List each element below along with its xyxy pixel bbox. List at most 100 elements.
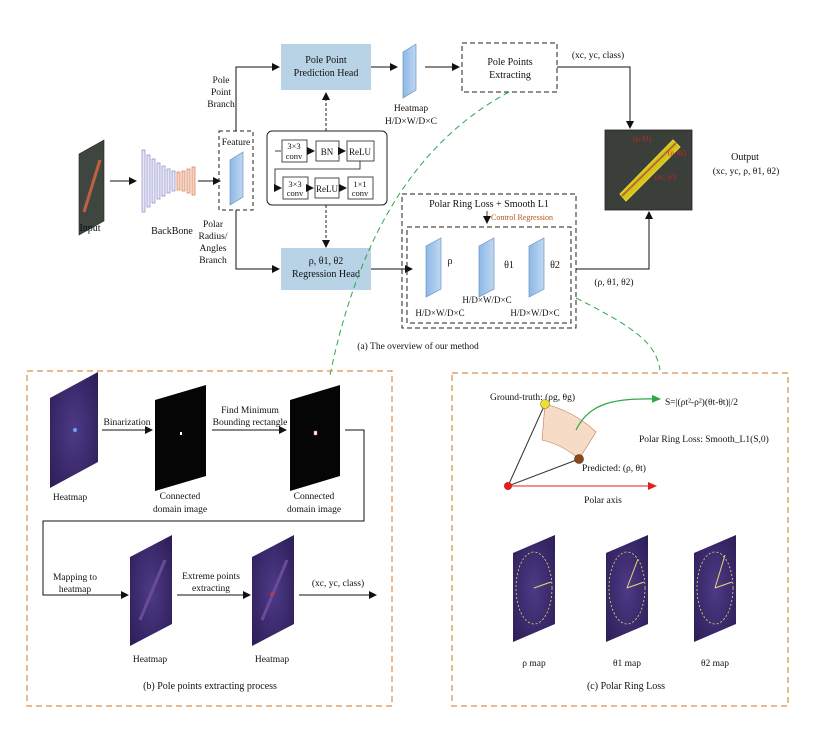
dims-label-mid: H/D×W/D×C [462,295,511,305]
b-connected-2-dot [313,430,318,436]
conv-3x3-1-label-a: 3×3 [287,141,300,151]
b-connected-1 [155,385,206,491]
dims-label-right: H/D×W/D×C [510,308,559,318]
rho-map [513,535,555,642]
backbone-label: BackBone [151,226,193,237]
b-heatmap-3-ship [260,559,289,621]
theta2-map [694,535,736,642]
mapping-label-2: heatmap [59,585,91,595]
formula-arrow [575,394,661,431]
feature-map [229,151,244,206]
relu-label-1: ReLU [349,147,371,157]
output-annotation-2: (ρ, θ2) [668,149,687,157]
caption-c: (c) Polar Ring Loss [587,681,665,692]
output-annotation-1: (ρ, θ1) [633,135,652,143]
conv-3x3-2-label-a: 3×3 [288,179,301,189]
polar-ring-arc [541,403,597,460]
theta2-map-label: θ2 map [701,659,729,669]
theta1-map-label: θ1 map [613,659,641,669]
gt-point [540,399,550,409]
control-label: Control Regression [491,213,553,222]
polar-gt-ray [507,403,546,487]
theta2-map-ray-a [714,581,733,589]
feature-label: Feature [222,138,251,148]
theta1-map-ray-a [626,581,645,589]
pole-head-label-1: Pole Point [305,55,347,66]
output-tuple-label: (xc, yc, ρ, θ1, θ2) [713,166,780,177]
polar-loss-formula: Polar Ring Loss: Smooth_L1(S,0) [639,434,769,445]
pole-head-box [281,44,371,90]
mapping-label-1: Mapping to [53,573,97,583]
polar-branch-label-1: Polar [203,220,224,230]
connector-loss-to-c [575,297,661,371]
rho-map-circle [515,551,553,625]
theta2-map-circle [696,551,734,625]
conv-3x3-1-label-b: conv [286,151,303,161]
arrow-relu-conv2 [274,161,361,192]
bn-label: BN [321,147,334,157]
dims-label-left: H/D×W/D×C [415,308,464,318]
output-annotation-3: (xc, yc) [655,173,677,181]
heatmap-label: Heatmap [394,104,429,114]
arrow-extract-output [557,66,634,129]
theta1-map-circle [608,551,646,625]
theta1-label: θ1 [504,260,514,271]
extract-label-1: Pole Points [487,57,532,68]
gt-label: Ground-truth: (ρg, θg) [490,392,575,403]
conv-1x1 [347,176,374,200]
theta2-map-feature [528,237,545,298]
b-heatmap-2-ship [138,559,167,621]
b-heatmap-2-label: Heatmap [133,655,168,665]
rho-map-label: ρ map [522,659,546,669]
polar-origin [504,482,512,490]
pole-branch-label-3: Branch [207,100,235,110]
pred-point [574,454,584,464]
regression-head-label-2: Regression Head [292,269,360,280]
find-label-2: Bounding rectangle [213,418,288,428]
polar-axis-label: Polar axis [584,496,622,506]
theta1-map-ray-b [626,558,639,589]
relu-box-1 [346,140,375,162]
b-connected-2-label-1: Connected [294,492,335,502]
panel-c-border [451,372,789,707]
b-heatmap-3-label: Heatmap [255,655,290,665]
polar-loss-label: Polar Ring Loss + Smooth L1 [429,199,549,210]
rho-map-radius [533,581,552,589]
theta2-map-ray-b [714,554,726,589]
polar-branch-label-4: Branch [199,256,227,266]
polar-branch-label-2: Radius/ [198,232,227,242]
b-connected-1-label-1: Connected [160,492,201,502]
theta2-label: θ2 [550,260,560,271]
arrow-mapping [42,429,365,599]
b-connected-2-label-2: domain image [287,505,341,515]
conv-3x3-2-label-b: conv [287,188,304,198]
conv-1x1-label-b: conv [352,188,369,198]
extract-label-2: Extracting [489,70,531,81]
b-heatmap-1-label: Heatmap [53,493,88,503]
polar-pred-ray [507,458,580,487]
pole-branch-label-1: Pole [213,76,230,86]
connector-extract-to-b [329,91,510,376]
theta1-map [606,535,648,642]
b-connected-1-label-2: domain image [153,505,207,515]
heatmap-dims-label: H/D×W/D×C [385,117,437,127]
pole-branch-label-2: Point [211,88,231,98]
binarization-label: Binarization [104,418,151,428]
b-connected-2 [290,385,340,491]
input-image [78,139,105,236]
rho-label: ρ [448,256,453,267]
input-label: Input [79,223,100,234]
rho-map-feature [425,237,442,298]
output-label: Output [731,152,759,163]
arrow-pole-branch [235,63,280,131]
regression-head-label-1: ρ, θ1, θ2 [309,256,344,267]
extreme-label-1: Extreme points [182,572,240,582]
relu-label-2: ReLU [316,184,338,194]
theta1-map-feature [478,237,495,298]
find-label-1: Find Minimum [221,406,279,416]
b-xyclass-label: (xc, yc, class) [312,578,364,589]
arrow-maps-output [576,211,653,270]
backbone [141,149,196,213]
polar-branch-label-3: Angles [200,244,227,254]
